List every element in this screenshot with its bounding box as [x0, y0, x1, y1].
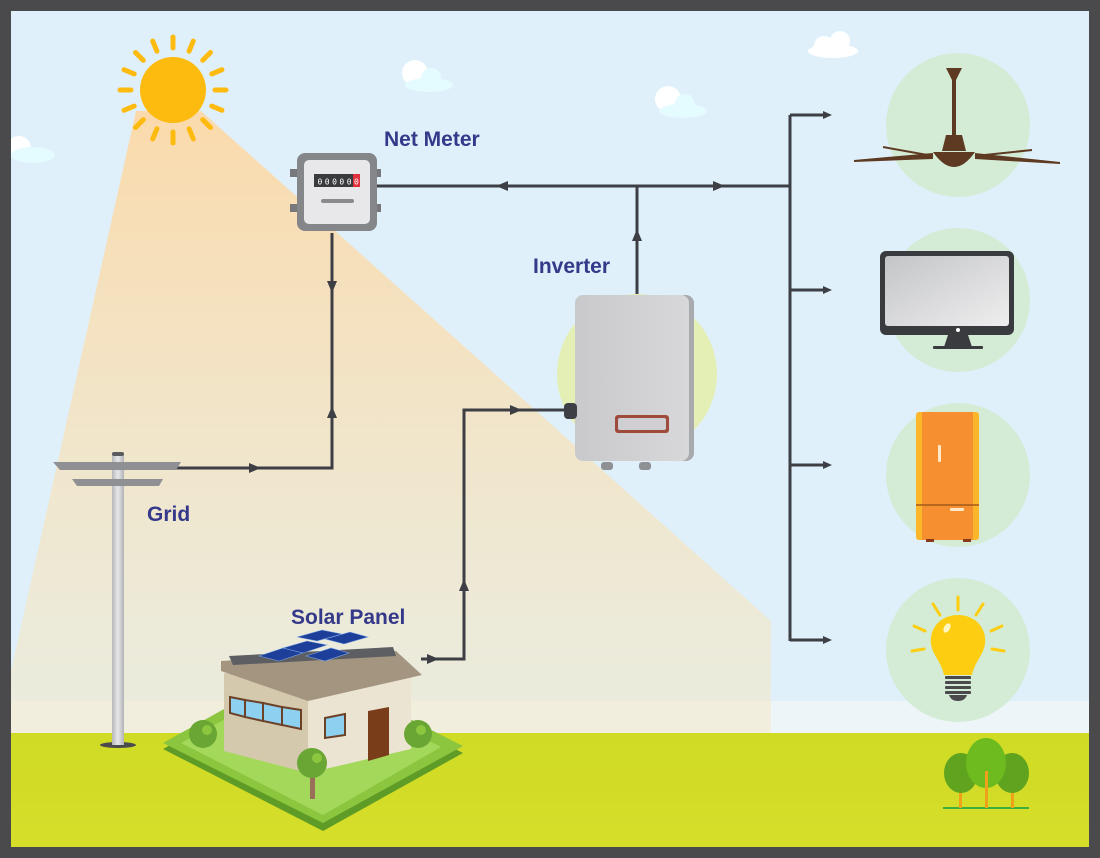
- sunlight-beam: [11, 111, 771, 733]
- meter-digit: 0: [354, 178, 359, 187]
- cloud-icon: [11, 136, 55, 163]
- house-with-solar-panels-icon: [163, 629, 463, 831]
- sun-ray: [121, 67, 137, 77]
- light-bulb-icon: [886, 578, 1030, 722]
- meter-digit: 0: [325, 178, 330, 187]
- sun-ray: [121, 103, 137, 113]
- wiring: [171, 113, 826, 661]
- sun-ray: [133, 117, 146, 130]
- utility-pole-icon: [53, 452, 181, 748]
- arrow-down-icon: [327, 281, 337, 293]
- arrow-right-icon: [823, 461, 832, 469]
- cloud-icon: [808, 31, 858, 58]
- arrow-up-icon: [459, 579, 469, 591]
- grid-to-meter-line: [171, 233, 334, 470]
- sun-ray: [133, 50, 146, 63]
- monitor-icon: [880, 228, 1030, 372]
- sun-ray: [150, 126, 160, 142]
- arrow-right-icon: [249, 463, 261, 473]
- sun-icon: [117, 34, 229, 146]
- arrows: [249, 111, 832, 664]
- grid-label: Grid: [147, 503, 191, 526]
- sun-ray: [200, 117, 213, 130]
- sun-ray: [200, 50, 213, 63]
- arrow-right-icon: [510, 405, 522, 415]
- arrow-left-icon: [496, 181, 508, 191]
- ceiling-fan-icon: [854, 53, 1060, 197]
- arrow-up-icon: [632, 229, 642, 241]
- refrigerator-icon: [886, 403, 1030, 547]
- cloud-icon: [402, 60, 453, 92]
- sun-ray: [186, 126, 196, 142]
- net-meter-label: Net Meter: [384, 128, 480, 151]
- solar-panel-label: Solar Panel: [291, 606, 406, 629]
- sun-ray: [186, 38, 196, 54]
- trees-icon: [943, 738, 1029, 809]
- arrow-right-icon: [427, 654, 439, 664]
- cloud-icon: [655, 86, 707, 118]
- sun-ray: [150, 38, 160, 54]
- arrow-right-icon: [823, 111, 832, 119]
- sun-ray: [209, 67, 225, 77]
- meter-digit: 0: [347, 178, 352, 187]
- arrow-up-icon: [327, 406, 337, 418]
- arrow-right-icon: [823, 286, 832, 294]
- inverter-label: Inverter: [533, 255, 611, 278]
- sun-ray: [209, 103, 225, 113]
- arrow-right-icon: [823, 636, 832, 644]
- inverter-icon: [557, 294, 717, 470]
- meter-digit: 0: [318, 178, 323, 187]
- arrow-right-icon: [713, 181, 725, 191]
- meter-digit: 0: [332, 178, 337, 187]
- meter-digit: 0: [339, 178, 344, 187]
